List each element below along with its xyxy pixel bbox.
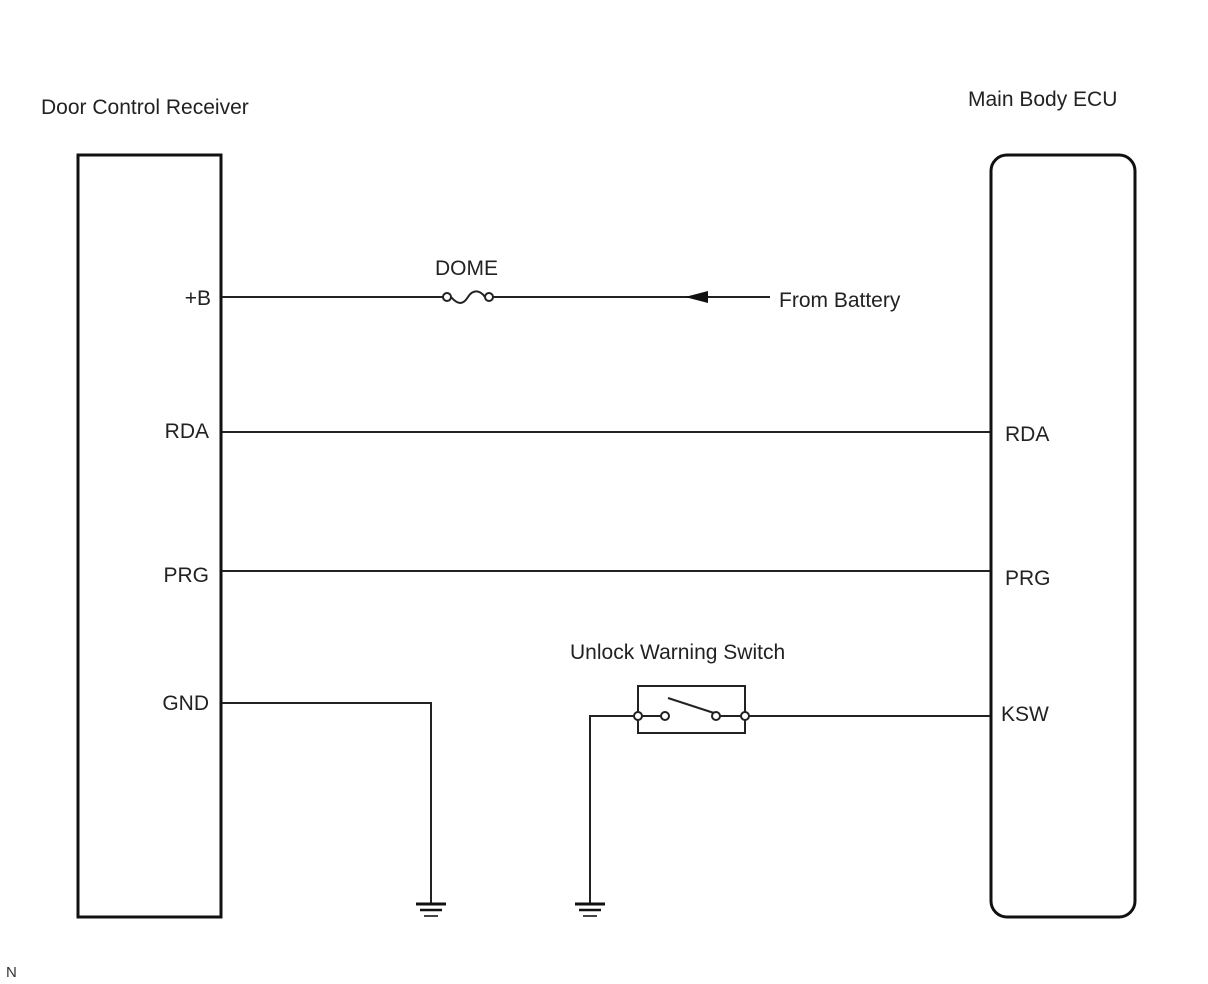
pin-label-right-ksw: KSW (1001, 703, 1049, 726)
fuse-label: DOME (435, 257, 498, 280)
pin-label-left-rda: RDA (165, 420, 209, 443)
arrow-left-icon (685, 291, 708, 303)
pin-label-left-prg: PRG (163, 564, 209, 587)
unlock-warning-switch-icon (633, 685, 750, 734)
gnd-wire (222, 702, 432, 903)
door-control-receiver-title: Door Control Receiver (41, 96, 249, 119)
switch-wire (589, 715, 990, 903)
switch-label: Unlock Warning Switch (570, 641, 785, 664)
battery-label: From Battery (779, 289, 901, 312)
fuse-terminal-right (484, 292, 494, 302)
pin-label-right-rda: RDA (1005, 423, 1049, 446)
fuse-icon (450, 290, 486, 304)
diagram-code: N (6, 964, 17, 981)
pin-label-left-gnd: GND (162, 692, 209, 715)
main-body-ecu-box (989, 153, 1137, 919)
pin-label-left-b: +B (185, 287, 211, 310)
door-control-receiver-box (76, 153, 223, 919)
ground-icon (575, 902, 605, 917)
b-plus-wire (222, 290, 770, 304)
ground-icon (416, 902, 446, 917)
main-body-ecu-title: Main Body ECU (968, 88, 1117, 111)
pin-label-right-prg: PRG (1005, 567, 1051, 590)
fuse-terminal-left (442, 292, 452, 302)
